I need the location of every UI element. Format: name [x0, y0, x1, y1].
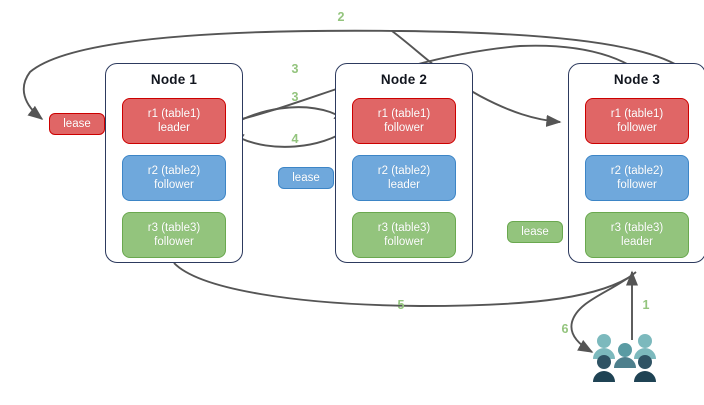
- replica-role: follower: [384, 122, 424, 134]
- replica-node1-r2[interactable]: r2 (table2) follower: [122, 155, 226, 201]
- step-label-1: 1: [642, 298, 650, 312]
- node-title-node-3: Node 3: [613, 72, 661, 87]
- step-label-2: 2: [337, 10, 345, 24]
- replica-node3-r2[interactable]: r2 (table2) follower: [585, 155, 689, 201]
- replica-name: r3 (table3): [610, 222, 664, 234]
- step-label-3b: 3: [291, 90, 299, 104]
- step-label-3a: 3: [291, 62, 299, 76]
- node-title-node-2: Node 2: [380, 72, 428, 87]
- replica-role: leader: [621, 236, 653, 248]
- replica-name: r2 (table2): [610, 165, 664, 177]
- replica-role: follower: [384, 236, 424, 248]
- lease-badge-table1[interactable]: lease: [49, 113, 105, 135]
- people-group-icon: [593, 334, 656, 382]
- replica-node2-r3[interactable]: r3 (table3) follower: [352, 212, 456, 258]
- replica-node2-r1[interactable]: r1 (table1) follower: [352, 98, 456, 144]
- replica-role: leader: [388, 179, 420, 191]
- replica-role: follower: [617, 122, 657, 134]
- replica-role: leader: [158, 122, 190, 134]
- node-title-node-1: Node 1: [150, 72, 198, 87]
- replica-name: r2 (table2): [377, 165, 431, 177]
- replica-name: r1 (table1): [377, 108, 431, 120]
- replica-name: r1 (table1): [610, 108, 664, 120]
- replica-name: r3 (table3): [377, 222, 431, 234]
- lease-badge-table2[interactable]: lease: [278, 167, 334, 189]
- replica-node3-r1[interactable]: r1 (table1) follower: [585, 98, 689, 144]
- replica-name: r1 (table1): [147, 108, 201, 120]
- lease-badge-table3[interactable]: lease: [507, 221, 563, 243]
- replica-name: r2 (table2): [147, 165, 201, 177]
- step-label-5: 5: [397, 298, 405, 312]
- edge-3-node1-to-node2: [229, 106, 350, 127]
- replica-node3-r3[interactable]: r3 (table3) leader: [585, 212, 689, 258]
- replica-node1-r1[interactable]: r1 (table1) leader: [122, 98, 226, 144]
- replica-node1-r3[interactable]: r3 (table3) follower: [122, 212, 226, 258]
- replica-node2-r2[interactable]: r2 (table2) leader: [352, 155, 456, 201]
- replica-role: follower: [617, 179, 657, 191]
- replica-role: follower: [154, 236, 194, 248]
- replica-name: r3 (table3): [147, 222, 201, 234]
- replica-role: follower: [154, 179, 194, 191]
- step-label-4: 4: [291, 132, 299, 146]
- step-label-6: 6: [561, 322, 569, 336]
